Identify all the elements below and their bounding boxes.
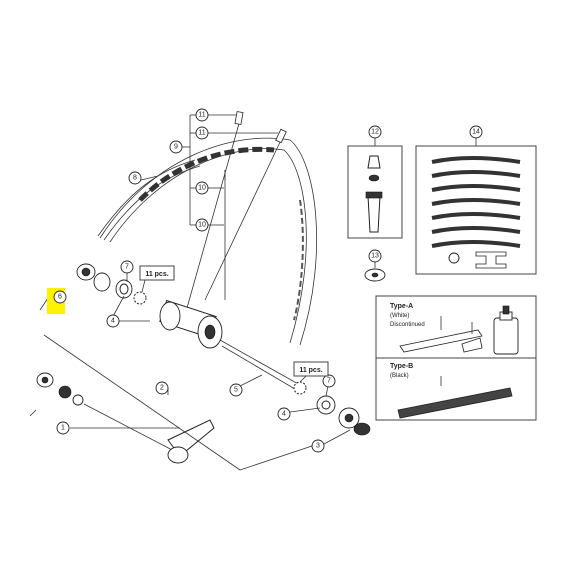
callout-9: 9	[169, 140, 183, 154]
callout-6-highlighted: 6	[47, 288, 67, 314]
svg-text:2: 2	[160, 385, 164, 392]
svg-text:11: 11	[198, 112, 205, 119]
type-box: Type-A (White) Discontinued Type-B (Blac…	[375, 295, 537, 421]
callout-10-top: 10	[195, 181, 209, 195]
svg-text:1: 1	[61, 425, 65, 432]
valve-nut	[364, 262, 386, 282]
right-hub-parts	[293, 381, 371, 436]
svg-text:12: 12	[371, 129, 379, 136]
spoke-nipple-parts	[234, 111, 287, 144]
callout-5: 5	[229, 383, 243, 397]
pcs-labels: 11 pcs. 11 pcs.	[139, 265, 329, 377]
hub	[159, 299, 301, 393]
callout-4-left: 4	[106, 314, 120, 328]
svg-text:8: 8	[133, 175, 137, 182]
pcs-label-right-box	[293, 361, 329, 377]
callout-1: 1	[56, 421, 70, 435]
svg-text:13: 13	[371, 253, 379, 260]
svg-text:10: 10	[198, 222, 206, 229]
svg-text:10: 10	[198, 185, 206, 192]
pcs-label-right: 11 pcs.	[299, 367, 322, 374]
type-b-line1: (Black)	[390, 373, 409, 379]
spokes	[184, 119, 283, 316]
svg-text:3: 3	[316, 443, 320, 450]
callout-11-bottom: 11	[195, 126, 209, 140]
callout-11-top: 11	[195, 108, 209, 122]
valve-box	[347, 138, 403, 239]
svg-text:11: 11	[198, 130, 205, 137]
pcs-label-left: 11 pcs.	[145, 271, 168, 278]
callout-14: 14	[469, 125, 483, 139]
svg-text:4: 4	[111, 318, 115, 325]
tape-tool	[461, 337, 483, 353]
svg-text:9: 9	[174, 144, 178, 151]
type-a-line2: Discontinued	[390, 322, 425, 328]
svg-text:4: 4	[282, 411, 286, 418]
callout-13: 13	[368, 249, 382, 263]
type-b-title: Type-B	[390, 363, 413, 370]
svg-text:7: 7	[327, 378, 331, 385]
callout-12: 12	[368, 125, 382, 139]
callout-10-bottom: 10	[195, 218, 209, 232]
svg-text:5: 5	[234, 387, 238, 394]
left-hub-parts	[76, 263, 147, 305]
bracket-9	[182, 114, 278, 226]
type-a-title: Type-A	[390, 303, 413, 310]
decal-box	[415, 138, 537, 275]
callout-4-right: 4	[277, 407, 291, 421]
quick-release	[36, 372, 215, 464]
callout-2: 2	[155, 381, 169, 395]
type-a-tape	[399, 329, 483, 353]
callout-7-left: 7	[120, 260, 134, 274]
svg-text:14: 14	[472, 129, 480, 136]
svg-text:6: 6	[58, 294, 62, 301]
callout-8: 8	[128, 171, 142, 185]
callout-3: 3	[311, 439, 325, 453]
callout-7-right: 7	[322, 374, 336, 388]
type-b-tape	[397, 387, 513, 419]
svg-text:7: 7	[125, 264, 129, 271]
decal-strips	[431, 156, 521, 248]
rim-tape	[97, 159, 201, 241]
sealant-bottle	[493, 305, 519, 355]
type-a-line1: (White)	[390, 313, 409, 319]
pcs-label-left-box	[139, 265, 175, 281]
